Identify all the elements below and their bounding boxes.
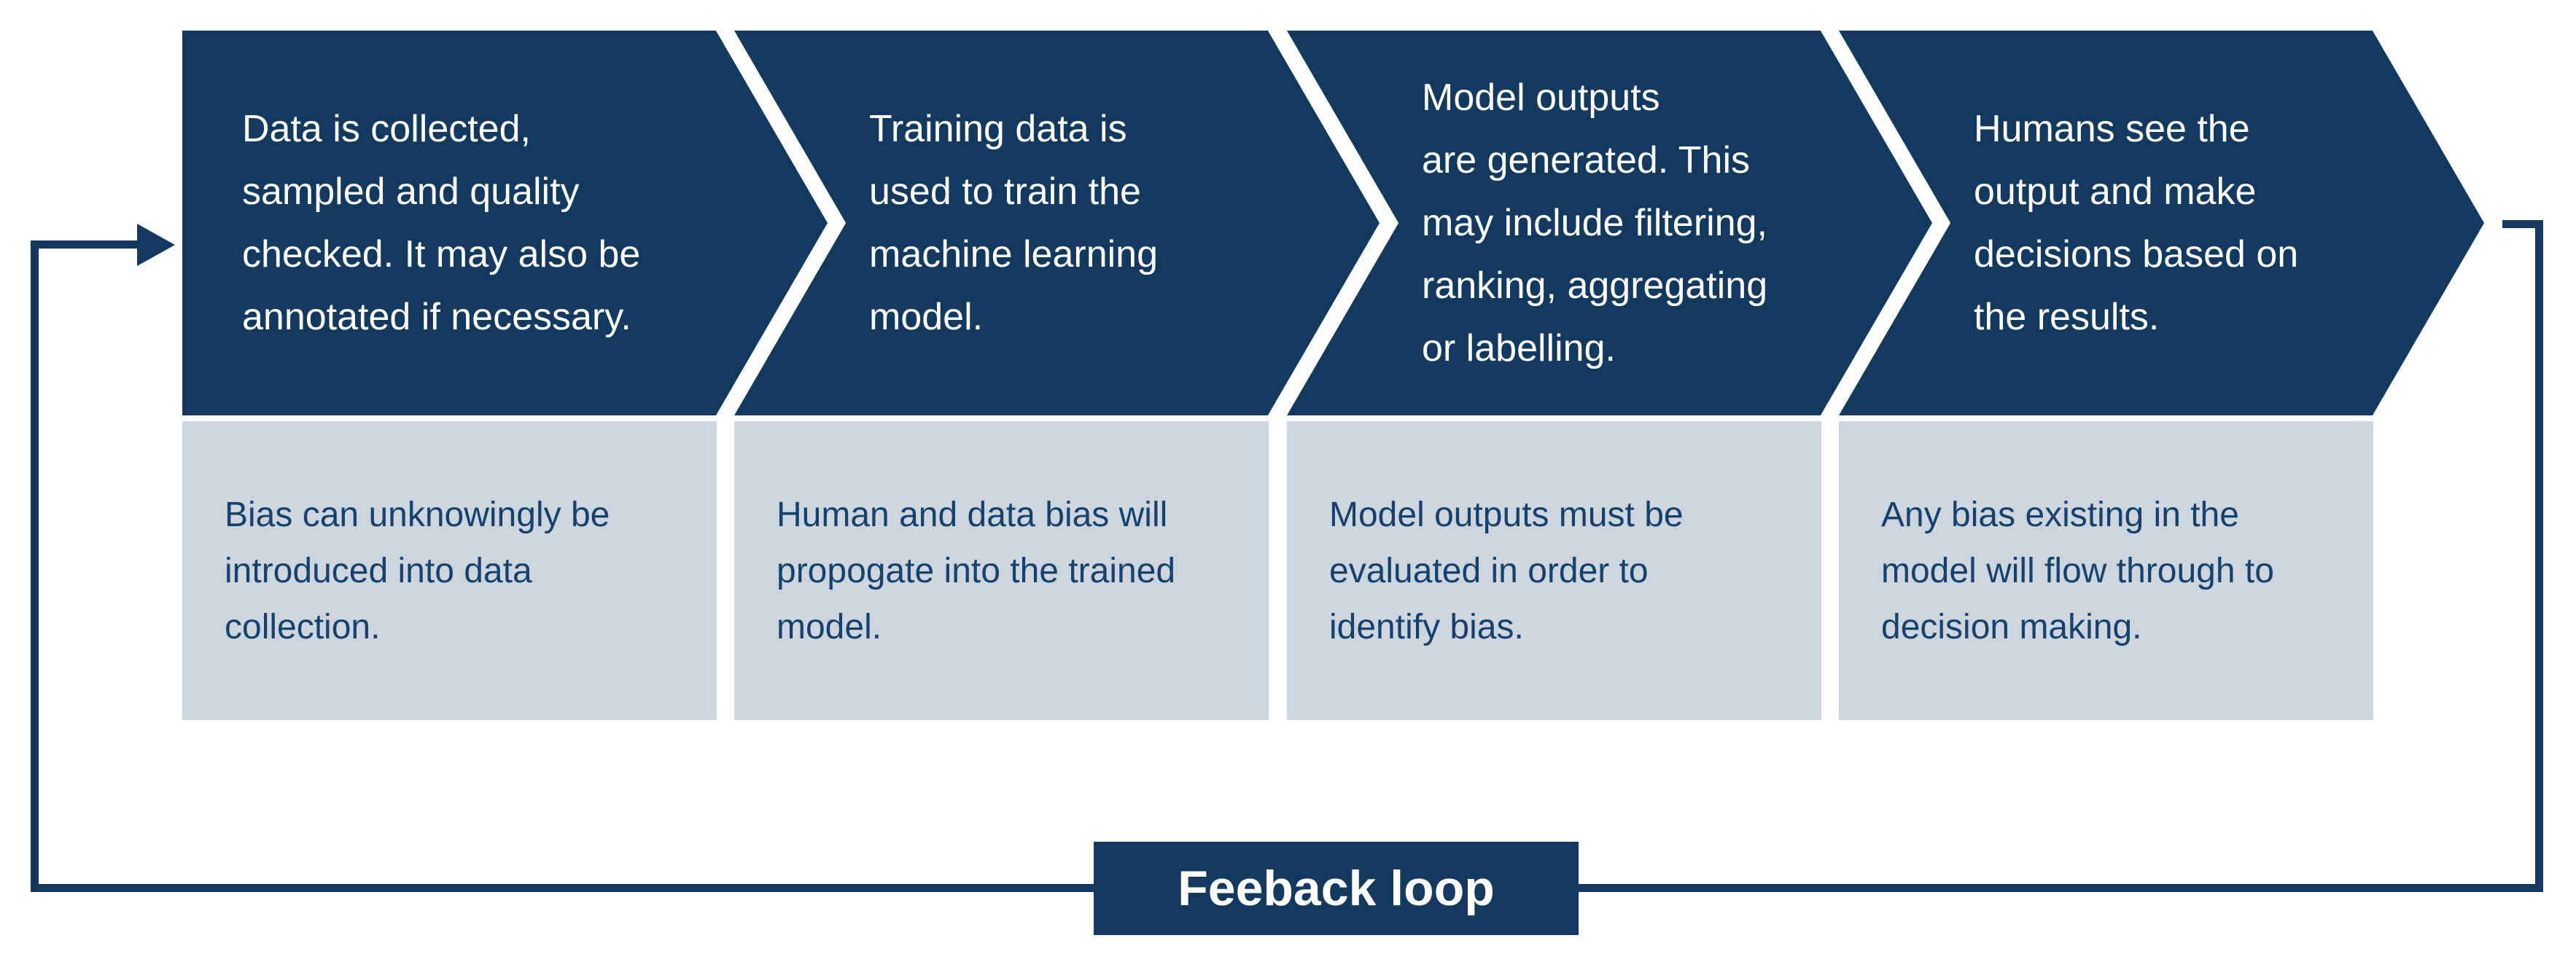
bias-note-model-training: Human and data bias will propogate into … (734, 421, 1269, 720)
chevron-step-label: Training data is used to train the machi… (869, 108, 1159, 338)
bias-note-text: Any bias existing in the model will flow… (1881, 495, 2274, 646)
feedback-line-left-vertical (31, 240, 39, 892)
chevron-step-label: Model outputs are generated. This may in… (1422, 77, 1768, 369)
bias-note-text: Model outputs must be evaluated in order… (1329, 495, 1684, 646)
bias-note-model-outputs: Model outputs must be evaluated in order… (1287, 421, 1821, 720)
feedback-loop-label-text: Feeback loop (1178, 861, 1495, 916)
feedback-loop-label: Feeback loop (1094, 842, 1579, 935)
bias-note-human-decisions: Any bias existing in the model will flow… (1839, 421, 2373, 720)
bias-note-text: Human and data bias will propogate into … (777, 495, 1176, 646)
chevron-step-model-outputs: Model outputs are generated. This may in… (1287, 31, 1932, 415)
feedback-line-right-vertical (2535, 220, 2543, 892)
chevron-step-model-training: Training data is used to train the machi… (734, 31, 1380, 415)
chevron-step-data-collection: Data is collected, sampled and quality c… (182, 31, 828, 415)
bias-note-data-collection: Bias can unknowingly be introduced into … (182, 421, 717, 720)
chevron-step-label: Humans see the output and make decisions… (1974, 108, 2299, 338)
chevron-step-label: Data is collected, sampled and quality c… (242, 108, 641, 338)
chevron-step-human-decisions: Humans see the output and make decisions… (1839, 31, 2484, 415)
feedback-arrowhead-icon (137, 224, 175, 266)
feedback-line-right-stub (2502, 220, 2543, 228)
feedback-line-left-horizontal (31, 240, 137, 249)
bias-note-text: Bias can unknowingly be introduced into … (225, 495, 610, 646)
